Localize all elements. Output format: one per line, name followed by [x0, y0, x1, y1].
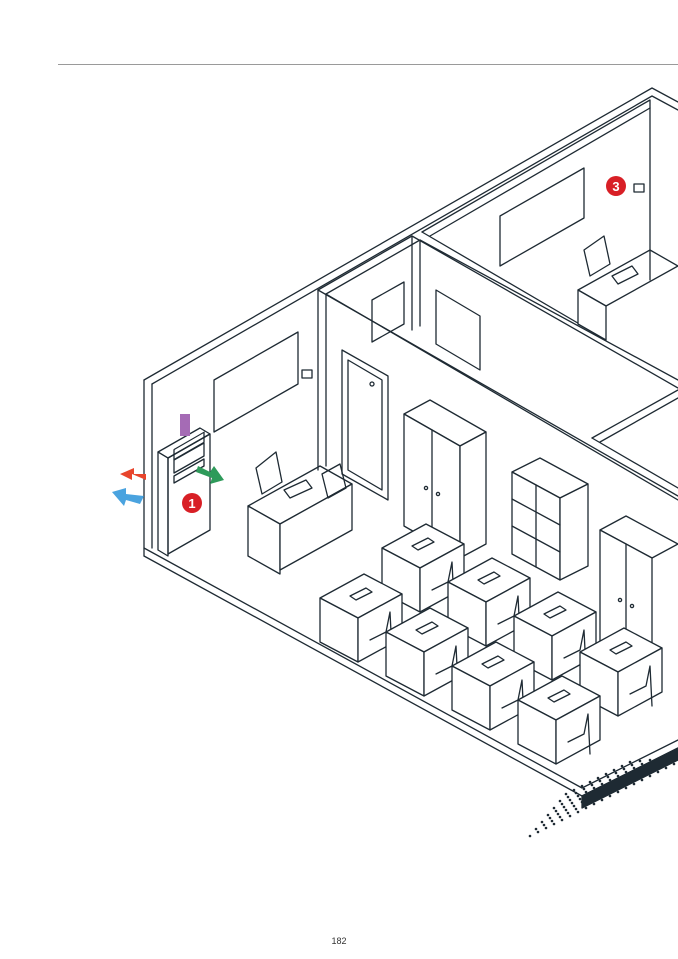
marker-1: 1	[182, 493, 202, 513]
whiteboard-room-3	[499, 167, 585, 267]
outdoor-air-arrow	[180, 414, 190, 436]
door-corridor	[371, 281, 481, 371]
wall-sensor-icon	[301, 369, 313, 379]
cubby-shelf	[511, 457, 589, 581]
teacher-desk	[247, 451, 353, 575]
student-desk	[517, 675, 601, 765]
page-number: 182	[331, 936, 347, 946]
supply-air-arrow	[112, 488, 144, 506]
cabinet-room-1	[403, 399, 487, 559]
svg-text:1: 1	[188, 496, 195, 511]
header-rule	[58, 64, 678, 65]
whiteboard-room-1	[213, 331, 299, 433]
student-desk	[385, 607, 469, 697]
interior-walls	[317, 99, 678, 501]
outer-wall-left	[143, 87, 678, 557]
student-desk	[451, 641, 535, 731]
room-supply-arrow	[196, 466, 224, 484]
student-desk	[513, 591, 597, 681]
student-desk	[447, 557, 531, 647]
wall-sensor-icon-room-3	[633, 183, 645, 193]
student-desks	[319, 523, 663, 765]
door-room-1	[341, 349, 389, 501]
marker-3: 3	[606, 176, 626, 196]
teacher-desk-room-3	[577, 235, 678, 341]
floor-slab	[143, 547, 678, 809]
svg-text:3: 3	[612, 179, 619, 194]
student-desk	[319, 573, 403, 663]
ventilation-unit	[157, 427, 211, 557]
airflow-arrows	[112, 414, 224, 506]
exhaust-air-arrow	[120, 468, 146, 480]
